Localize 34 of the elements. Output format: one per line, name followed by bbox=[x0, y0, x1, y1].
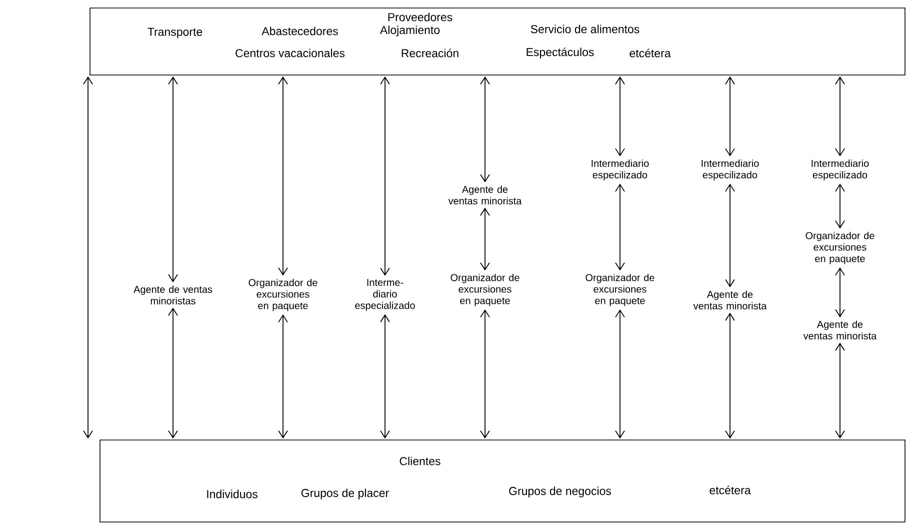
double-arrow bbox=[168, 308, 178, 439]
channel-label: Agente de ventas minoristas bbox=[134, 286, 212, 304]
double-arrow bbox=[380, 76, 390, 276]
channel-label: Organizador de excursiones en paquete bbox=[248, 278, 318, 312]
channel-label: Organizador de excursiones en paquete bbox=[806, 232, 874, 264]
double-arrow bbox=[480, 208, 490, 271]
group-band: Clientes Individuos Grupos de placer Grupos de negocios etcétera bbox=[100, 440, 906, 522]
channel-label: Agente de ventas minorista bbox=[448, 186, 522, 204]
double-arrow bbox=[83, 76, 93, 439]
double-arrow bbox=[835, 342, 845, 439]
double-arrow bbox=[615, 76, 625, 156]
double-arrow bbox=[480, 309, 490, 439]
channel-label: Organizador de excursiones en paquete bbox=[586, 274, 654, 306]
double-arrow bbox=[725, 76, 735, 156]
channel-label: Intermediario especilizado bbox=[592, 160, 649, 180]
channel-label: Interme- diario especializado bbox=[355, 279, 415, 311]
channel-label: Agente de ventas minorista bbox=[803, 320, 877, 340]
double-arrow bbox=[380, 314, 390, 439]
double-arrow bbox=[725, 184, 735, 288]
double-arrow bbox=[278, 76, 288, 276]
double-arrow bbox=[480, 76, 490, 182]
double-arrow bbox=[278, 314, 288, 439]
double-arrow bbox=[615, 184, 625, 271]
double-arrow bbox=[168, 76, 178, 282]
double-arrow bbox=[835, 184, 845, 229]
channel-label: Agente de ventas minorista bbox=[693, 290, 767, 310]
double-arrow bbox=[615, 309, 625, 439]
double-arrow bbox=[835, 267, 845, 318]
channel-label: Organizador de excursiones en paquete bbox=[450, 274, 520, 306]
group-band: Proveedores Transporte Abastecedores Alojamiento Servicio de alimentos Centros vacacionales Recreación Espectáculos etcétera bbox=[90, 8, 906, 76]
double-arrow bbox=[835, 76, 845, 156]
double-arrow bbox=[725, 312, 735, 439]
channel-label: Intermediario especilizado bbox=[812, 160, 869, 180]
channel-label: Intermediario especilizado bbox=[702, 160, 759, 180]
